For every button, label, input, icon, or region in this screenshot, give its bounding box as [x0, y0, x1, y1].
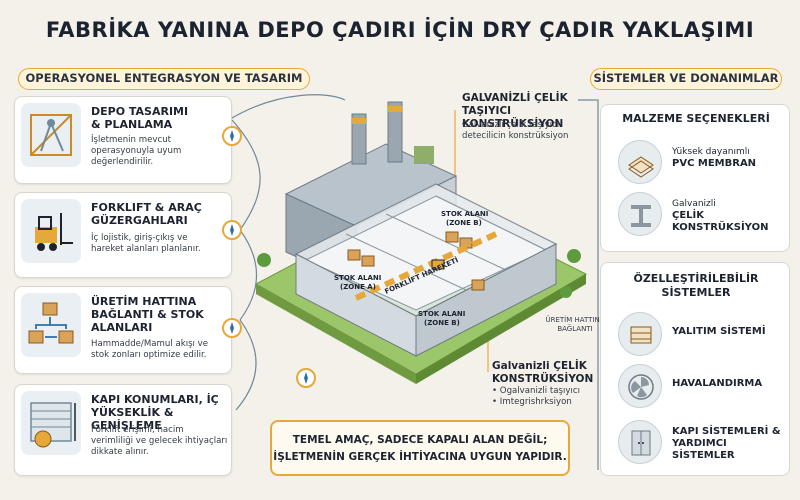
door-icon — [618, 420, 662, 464]
material-sub: Galvanizli — [672, 199, 716, 209]
card-body: Hammadde/Mamul akışı ve stok zonları opt… — [91, 339, 209, 360]
card-forklift: FORKLIFT & ARAÇ GÜZERGAHLARI İç lojistik… — [14, 192, 232, 278]
material-main: ÇELİK KONSTRÜKSİYON — [672, 210, 769, 233]
custom-main: KAPI SİSTEMLERİ & YARDIMCI SİSTEMLER — [672, 426, 781, 461]
card-head: KAPI KONUMLARI, İÇ YÜKSEKLİK & GENİŞLEME — [91, 393, 219, 432]
material-sub: Yüksek dayanımlı — [672, 147, 750, 157]
materials-heading: MALZEME SEÇENEKLERİ — [622, 112, 770, 125]
custom-systems-heading: ÖZELLEŞTİRİLEBİLİR SİSTEMLER — [633, 272, 759, 299]
right-section-label: SİSTEMLER VE DONANIMLAR — [590, 68, 782, 90]
bottom-note: TEMEL AMAÇ, SADECE KAPALI ALAN DEĞİL; İŞ… — [270, 420, 570, 476]
zone-b-top-line1: STOK ALANI — [441, 210, 488, 218]
compass-icon — [222, 318, 242, 338]
card-body: İç lojistik, giriş-çıkış ve hareket alan… — [91, 233, 201, 254]
compass-icon — [222, 220, 242, 240]
card-head: ÜRETİM HATTINA BAĞLANTI & STOK ALANLARI — [91, 295, 204, 334]
custom-main: HAVALANDIRMA — [672, 378, 763, 389]
custom-doors: KAPI SİSTEMLERİ & YARDIMCI SİSTEMLER — [618, 418, 788, 468]
callout-top-sub: Galvanizli çelik taşıyıcı detecilicin ko… — [462, 120, 569, 141]
compass-icon — [296, 368, 316, 388]
forklift-icon — [21, 199, 81, 263]
card-head: FORKLIFT & ARAÇ GÜZERGAHLARI — [91, 201, 202, 227]
custom-insulation: YALITIM SİSTEMİ — [618, 310, 788, 360]
fan-icon — [618, 364, 662, 408]
material-main: PVC MEMBRAN — [672, 158, 757, 169]
callout-bottom-title: Galvanizli ÇELİK KONSTRÜKSİYON — [492, 360, 594, 385]
svg-text:STOK ALANI(ZONE B): STOK ALANI(ZONE B) — [441, 210, 488, 227]
custom-ventilation: HAVALANDIRMA — [618, 362, 788, 412]
card-kapi-konumlari: KAPI KONUMLARI, İÇ YÜKSEKLİK & GENİŞLEME… — [14, 384, 232, 476]
pvc-membrane-icon — [618, 140, 662, 184]
card-body: Forklift erişimi, hacim verimliliği ve g… — [91, 425, 228, 457]
insulation-icon — [618, 312, 662, 356]
card-uretim-hatti: ÜRETİM HATTINA BAĞLANTI & STOK ALANLARI … — [14, 286, 232, 374]
boxes-flow-icon — [21, 293, 81, 357]
svg-text:STOK ALANI(ZONE B): STOK ALANI(ZONE B) — [418, 310, 465, 327]
left-section-label: OPERASYONEL ENTEGRASYON VE TASARIM — [18, 68, 310, 90]
callout-top-title: GALVANİZLİ ÇELİK TAŞIYICI KONSTRÜKSİYON — [462, 92, 568, 130]
card-depo-tasarimi: DEPO TASARIMI & PLANLAMA İşletmenin mevc… — [14, 96, 232, 184]
drafting-tools-icon — [21, 103, 81, 167]
production-link-label: ÜRETİM HATTINA BAĞLANTI — [545, 316, 605, 333]
factory-tent-illustration: STOK ALANI(ZONE B) STOK ALANI(ZONE A) ST… — [254, 101, 588, 384]
card-head: DEPO TASARIMI & PLANLAMA — [91, 105, 189, 131]
callout-bottom-sub: • Ogalvanizli taşıyıcı • Imtegrishrksiyo… — [492, 386, 580, 407]
door-measure-icon — [21, 391, 81, 455]
page-title: FABRİKA YANINA DEPO ÇADIRI İÇİN DRY ÇADI… — [45, 18, 755, 42]
custom-main: YALITIM SİSTEMİ — [672, 326, 766, 337]
steel-beam-icon — [618, 192, 662, 236]
card-body: İşletmenin mevcut operasyonuyla uyum değ… — [91, 135, 182, 167]
svg-text:STOK ALANI(ZONE A): STOK ALANI(ZONE A) — [334, 274, 381, 291]
compass-icon — [222, 126, 242, 146]
